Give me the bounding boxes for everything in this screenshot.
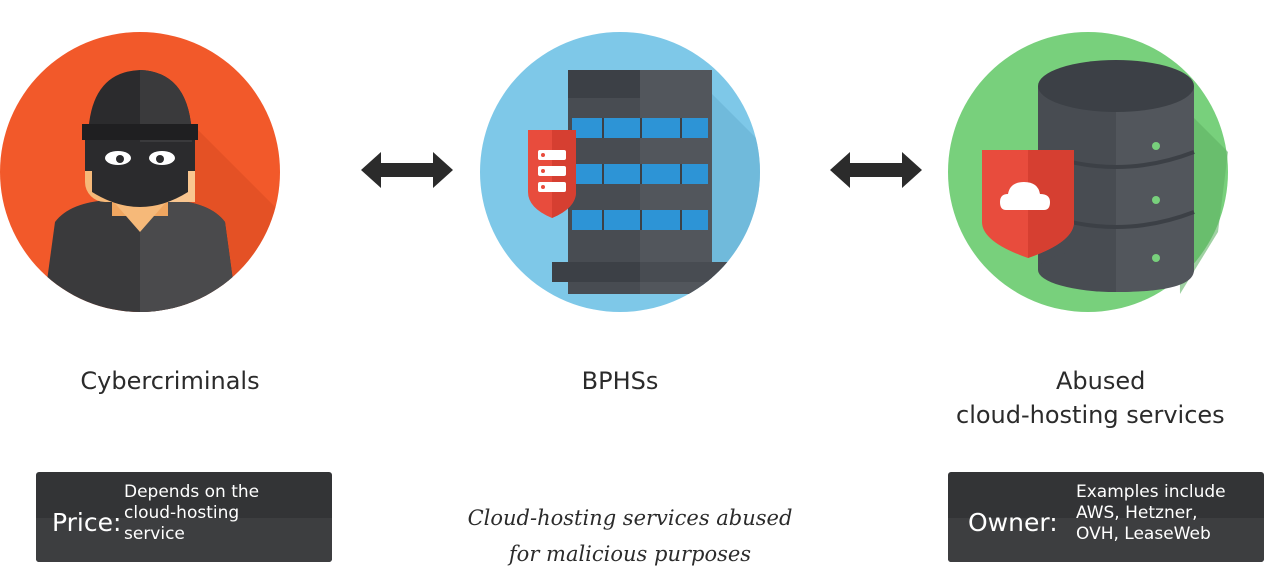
- owner-value-line: AWS, Hetzner,: [1076, 503, 1198, 523]
- cybercriminals-node: [0, 32, 280, 312]
- cloud-hosting-label-line-1: Abused: [1056, 367, 1146, 395]
- price-value-line: Depends on the: [124, 482, 260, 502]
- owner-value-line: OVH, LeaseWeb: [1076, 524, 1211, 544]
- double-arrow-icon: [830, 152, 922, 188]
- price-value: Depends on the cloud-hosting service: [124, 482, 259, 545]
- owner-card-band: [948, 518, 1264, 562]
- owner-value: Examples include AWS, Hetzner, OVH, Leas…: [1076, 482, 1226, 545]
- cloud-hosting-label: Abused cloud-hosting services: [948, 364, 1264, 432]
- double-arrow-icon: [361, 152, 453, 188]
- bphs-node: [480, 32, 760, 312]
- owner-value-line: Examples include: [1076, 482, 1226, 502]
- cybercriminals-label: Cybercriminals: [80, 367, 260, 395]
- price-card: Price: Depends on the cloud-hosting serv…: [36, 472, 332, 562]
- owner-card: Owner: Examples include AWS, Hetzner, OV…: [948, 472, 1264, 562]
- caption: Cloud-hosting services abused for malici…: [420, 500, 840, 572]
- price-value-line: service: [124, 524, 185, 544]
- price-key: Price:: [52, 508, 122, 537]
- cloud-hosting-node: [948, 32, 1264, 312]
- server-building-icon: [480, 32, 760, 312]
- caption-line: Cloud-hosting services abused: [467, 506, 793, 530]
- owner-key: Owner:: [968, 508, 1058, 537]
- price-value-line: cloud-hosting: [124, 503, 240, 523]
- bphs-label: BPHSs: [581, 367, 659, 395]
- caption-line: for malicious purposes: [508, 542, 752, 566]
- cloud-hosting-label-line-2: cloud-hosting services: [956, 401, 1225, 429]
- price-card-band: [36, 518, 332, 562]
- cloud-database-icon: [948, 32, 1228, 312]
- hacker-icon: [0, 32, 280, 312]
